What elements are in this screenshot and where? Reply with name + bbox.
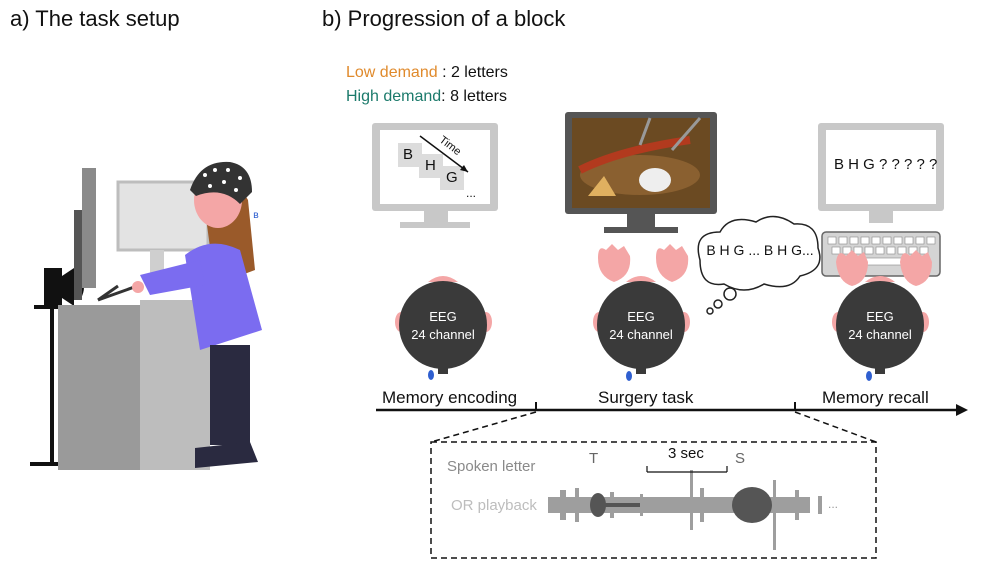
eeg-label-line1: EEG — [627, 309, 655, 324]
speaker-icon — [44, 268, 84, 306]
low-demand-legend: Low demand : 2 letters — [346, 64, 508, 82]
bluetooth-icon — [428, 370, 434, 380]
encoding-ellipsis: ... — [466, 186, 477, 200]
low-demand-label: Low demand — [346, 64, 438, 81]
encoding-letter-g: G — [446, 169, 458, 186]
stage-surgery-task: Surgery task — [598, 388, 694, 407]
eeg-label-surgery: EEG 24 channel — [597, 308, 685, 344]
eeg-label-line1: EEG — [429, 309, 457, 324]
or-playback-label: OR playback — [451, 497, 537, 514]
recall-monitor — [818, 123, 944, 223]
encoding-letter-h: H — [425, 157, 436, 174]
eeg-head-surgery — [593, 276, 690, 374]
eeg-label-recall: EEG 24 channel — [836, 308, 924, 344]
surgery-hands — [598, 244, 689, 282]
spoken-letter-label: Spoken letter — [447, 458, 536, 475]
thought-bubble-text: B H G ... B H G... — [706, 242, 814, 258]
audio-zoom-box — [430, 441, 877, 559]
duration-bracket — [646, 466, 728, 473]
high-demand-legend: High demand: 8 letters — [346, 88, 507, 106]
eeg-label-line2: 24 channel — [609, 327, 673, 342]
timeline-arrow — [376, 402, 968, 416]
bluetooth-icon — [626, 371, 632, 381]
eeg-head-encoding — [395, 276, 492, 374]
recall-hands — [836, 250, 932, 286]
panel-a-title: a) The task setup — [10, 6, 180, 31]
encoding-monitor — [372, 123, 498, 228]
recall-screen-text: B H G ? ? ? ? ? — [834, 156, 938, 173]
low-demand-value: : 2 letters — [437, 64, 508, 81]
eeg-label-line2: 24 channel — [848, 327, 912, 342]
surgery-monitor — [565, 112, 717, 233]
eeg-label-encoding: EEG 24 channel — [399, 308, 487, 344]
panel-b-title: b) Progression of a block — [322, 6, 566, 31]
audio-waveform — [548, 470, 822, 550]
stage-memory-encoding: Memory encoding — [382, 388, 518, 407]
bluetooth-icon — [866, 371, 872, 381]
spoken-letter-t: T — [589, 450, 599, 467]
waveform-ellipsis: ... — [828, 497, 839, 511]
eeg-label-line2: 24 channel — [411, 327, 475, 342]
eeg-label-line1: EEG — [866, 309, 894, 324]
participant-figure — [132, 161, 262, 468]
spoken-letter-s: S — [735, 450, 746, 467]
bluetooth-icon: ʙ — [253, 210, 259, 221]
high-demand-value: : 8 letters — [441, 88, 507, 105]
eeg-head-recall — [832, 276, 929, 374]
encoding-letter-b: B — [403, 146, 414, 163]
thought-bubble — [697, 215, 821, 315]
duration-label: 3 sec — [668, 445, 704, 462]
stage-memory-recall: Memory recall — [822, 388, 929, 407]
high-demand-label: High demand — [346, 88, 442, 105]
